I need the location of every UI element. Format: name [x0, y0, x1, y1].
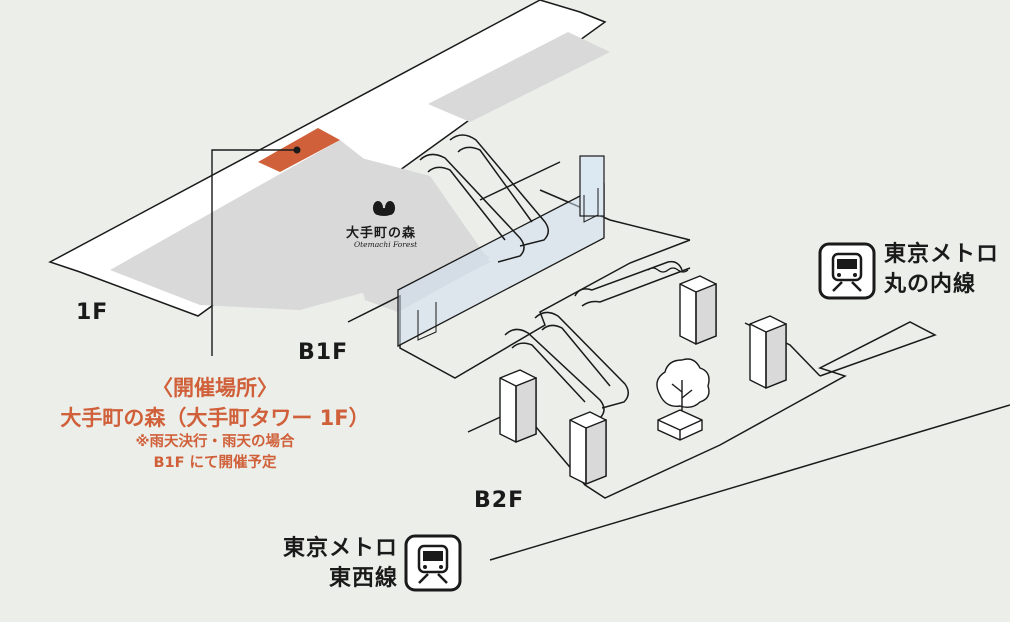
pillar-1: [679, 275, 717, 346]
venue-note-2: B1F にて開催予定: [153, 455, 277, 471]
door-lower-frame: [417, 302, 437, 341]
metro-marunouchi-line: 丸の内線: [884, 272, 977, 297]
floor-label-1f: 1F: [76, 300, 109, 325]
forest-logo-icon: [373, 201, 395, 216]
floor-label-b2f: B2F: [474, 488, 525, 513]
pillar-3: [499, 369, 537, 444]
pillar-2: [749, 315, 787, 390]
venue-dot: [293, 146, 301, 154]
floor-b2-slab: [467, 321, 937, 499]
escalator-b1-right: [574, 260, 691, 307]
b1-edge-right: [539, 189, 691, 241]
venue-name: 大手町の森（大手町タワー 1F）: [60, 406, 370, 430]
train-icon-marunouchi: [818, 242, 876, 300]
train-icon-tozai: [404, 534, 462, 592]
tree-icon: [656, 358, 710, 441]
escalator-1f-b1: [419, 134, 561, 263]
metro-marunouchi-label: 東京メトロ 丸の内線: [884, 240, 999, 300]
b2-edge-lower: [489, 404, 1010, 561]
metro-marunouchi-operator: 東京メトロ: [884, 242, 1000, 267]
venue-leader-line: [211, 149, 297, 356]
escalator-b1-b2: [504, 311, 629, 425]
forest-name-jp: 大手町の森: [346, 226, 417, 241]
venue-label: 〈開催場所〉 大手町の森（大手町タワー 1F） ※雨天決行・雨天の場合 B1F …: [30, 372, 400, 474]
floor-label-b1f: B1F: [298, 340, 349, 365]
metro-tozai-operator: 東京メトロ: [282, 536, 398, 561]
venue-heading: 〈開催場所〉: [152, 376, 278, 400]
plaza-right: [428, 32, 610, 122]
door-upper-frame: [583, 188, 599, 223]
venue-note-1: ※雨天決行・雨天の場合: [135, 434, 295, 450]
forest-name-en: Otemachi Forest: [354, 240, 418, 249]
pillar-4: [569, 411, 607, 486]
metro-tozai-line: 東西線: [328, 566, 398, 591]
metro-tozai-label: 東京メトロ 東西線: [280, 534, 398, 594]
